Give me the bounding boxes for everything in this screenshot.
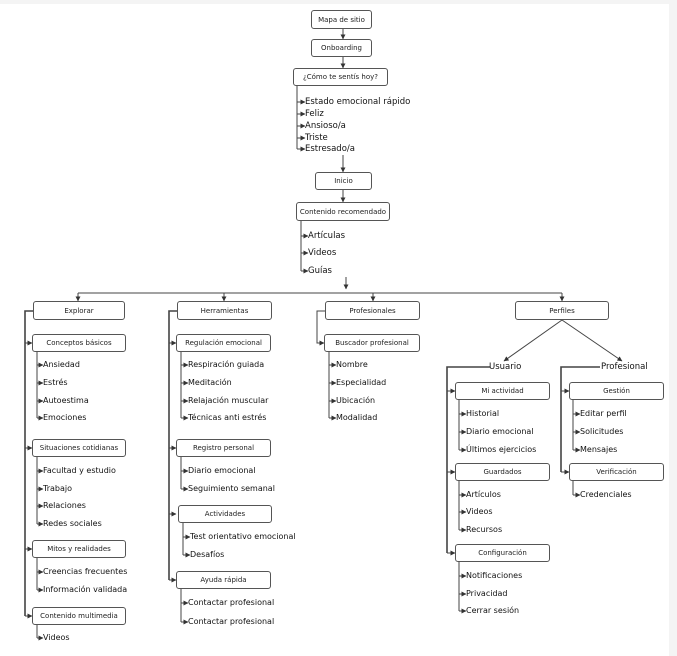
node-usuario: Usuario	[489, 362, 522, 372]
leaf-item: Técnicas anti estrés	[188, 413, 267, 422]
node-gestion: Gestión	[569, 382, 664, 400]
leaf-item: Información validada	[43, 585, 128, 594]
node-buscador-profesional: Buscador profesional	[324, 334, 420, 352]
node-onboarding: Onboarding	[311, 39, 372, 57]
recommended-item: Guías	[308, 266, 332, 276]
node-registro-personal: Registro personal	[176, 439, 271, 457]
leaf-item: Contactar profesional	[188, 598, 275, 607]
leaf-item: Nombre	[336, 360, 368, 369]
leaf-item: Trabajo	[43, 484, 72, 493]
node-mitos-y-realidades: Mitos y realidades	[32, 540, 126, 558]
node-contenido-recomendado: Contenido recomendado	[296, 202, 390, 221]
leaf-item: Creencias frecuentes	[43, 567, 128, 576]
leaf-item: Ansiedad	[43, 360, 80, 369]
mood-option: Ansioso/a	[305, 121, 346, 131]
leaf-item: Editar perfil	[580, 409, 627, 418]
leaf-item: Relaciones	[43, 501, 86, 510]
leaf-item: Contactar profesional	[188, 617, 275, 626]
leaf-item: Solicitudes	[580, 427, 624, 436]
node-actividades: Actividades	[178, 505, 272, 523]
node-ayuda-rapida: Ayuda rápida	[176, 571, 271, 589]
leaf-item: Test orientativo emocional	[190, 532, 296, 541]
leaf-item: Estrés	[43, 378, 68, 387]
node-verificacion: Verificación	[569, 463, 664, 481]
node-conceptos-basicos: Conceptos básicos	[32, 334, 126, 352]
leaf-item: Redes sociales	[43, 519, 102, 528]
leaf-item: Ubicación	[336, 396, 376, 405]
leaf-item: Autoestima	[43, 396, 89, 405]
leaf-item: Cerrar sesión	[466, 606, 520, 615]
node-inicio: Inicio	[315, 172, 372, 190]
leaf-item: Emociones	[43, 413, 87, 422]
mood-option: Feliz	[305, 109, 324, 119]
node-mood-question: ¿Cómo te sentís hoy?	[293, 68, 388, 86]
leaf-item: Mensajes	[580, 445, 618, 454]
node-perfiles: Perfiles	[515, 301, 609, 320]
leaf-item: Videos	[43, 633, 70, 642]
node-herramientas: Herramientas	[177, 301, 272, 320]
leaf-item: Seguimiento semanal	[188, 484, 275, 493]
node-profesionales: Profesionales	[325, 301, 420, 320]
leaf-item: Recursos	[466, 525, 503, 534]
mood-option: Estresado/a	[305, 144, 355, 154]
leaf-item: Desafíos	[190, 550, 225, 559]
node-contenido-multimedia: Contenido multimedia	[32, 607, 126, 625]
leaf-item: Especialidad	[336, 378, 387, 387]
leaf-item: Credenciales	[580, 490, 632, 499]
leaf-item: Meditación	[188, 378, 232, 387]
node-mapa-de-sitio: Mapa de sitio	[311, 10, 372, 29]
leaf-item: Artículos	[466, 490, 501, 499]
mood-option: Estado emocional rápido	[305, 97, 411, 107]
node-explorar: Explorar	[33, 301, 125, 320]
leaf-item: Privacidad	[466, 589, 508, 598]
leaf-item: Relajación muscular	[188, 396, 269, 405]
leaf-item: Historial	[466, 409, 500, 418]
leaf-item: Notificaciones	[466, 571, 523, 580]
node-regulacion-emocional: Regulación emocional	[176, 334, 271, 352]
leaf-item: Respiración guiada	[188, 360, 265, 369]
leaf-item: Modalidad	[336, 413, 378, 422]
recommended-item: Artículas	[308, 231, 346, 241]
leaf-item: Videos	[466, 507, 493, 516]
node-configuracion: Configuración	[455, 544, 550, 562]
node-guardados: Guardados	[455, 463, 550, 481]
node-profesional: Profesional	[601, 362, 648, 372]
leaf-item: Últimos ejercicios	[466, 445, 537, 454]
node-situaciones-cotidianas: Situaciones cotidianas	[32, 439, 126, 457]
leaf-item: Diario emocional	[188, 466, 256, 475]
leaf-item: Facultad y estudio	[43, 466, 116, 475]
recommended-item: Videos	[308, 248, 337, 258]
leaf-item: Diario emocional	[466, 427, 534, 436]
mood-option: Triste	[305, 133, 328, 143]
node-mi-actividad: Mi actividad	[455, 382, 550, 400]
